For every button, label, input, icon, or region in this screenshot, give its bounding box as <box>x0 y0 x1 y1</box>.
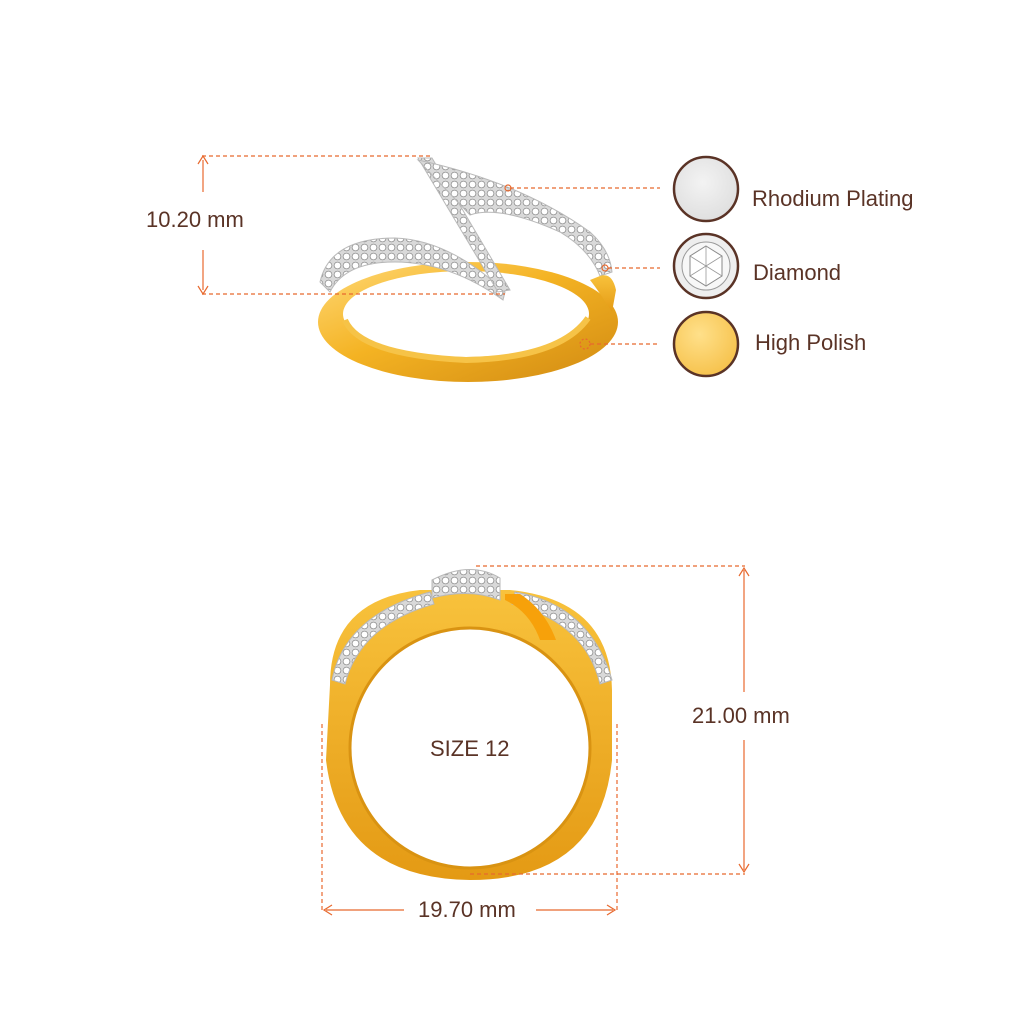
top-height-dimension <box>197 154 505 296</box>
front-width-label: 19.70 mm <box>418 897 516 922</box>
callout-dot-rhodium <box>504 184 512 192</box>
top-ring-left-pave-arm <box>319 237 506 301</box>
top-height-label: 10.20 mm <box>146 207 244 232</box>
callout-dot-diamond <box>601 264 609 272</box>
front-ring-left-pave <box>331 591 435 685</box>
high-polish-swatch <box>672 310 740 378</box>
front-ring-inner-opening <box>350 628 590 868</box>
front-height-dimension <box>470 565 750 875</box>
legend-label-high-polish: High Polish <box>755 330 867 355</box>
top-ring-right-pave-arm <box>416 159 613 277</box>
front-width-dimension <box>321 724 618 916</box>
top-view-ring <box>318 157 618 382</box>
front-height-label: 21.00 mm <box>692 703 790 728</box>
top-ring-zigzag-pave <box>417 157 511 293</box>
front-ring-top-pave <box>431 569 501 601</box>
callout-dot-polish <box>579 338 591 350</box>
legend-label-rhodium: Rhodium Plating <box>752 186 914 211</box>
rhodium-swatch <box>672 155 740 223</box>
top-ring-band-inner <box>343 271 589 357</box>
front-view-ring <box>326 569 613 880</box>
legend-callout-lines <box>510 187 660 345</box>
diamond-swatch <box>672 232 740 300</box>
ring-size-label: SIZE 12 <box>430 736 510 761</box>
legend-label-diamond: Diamond <box>753 260 842 285</box>
